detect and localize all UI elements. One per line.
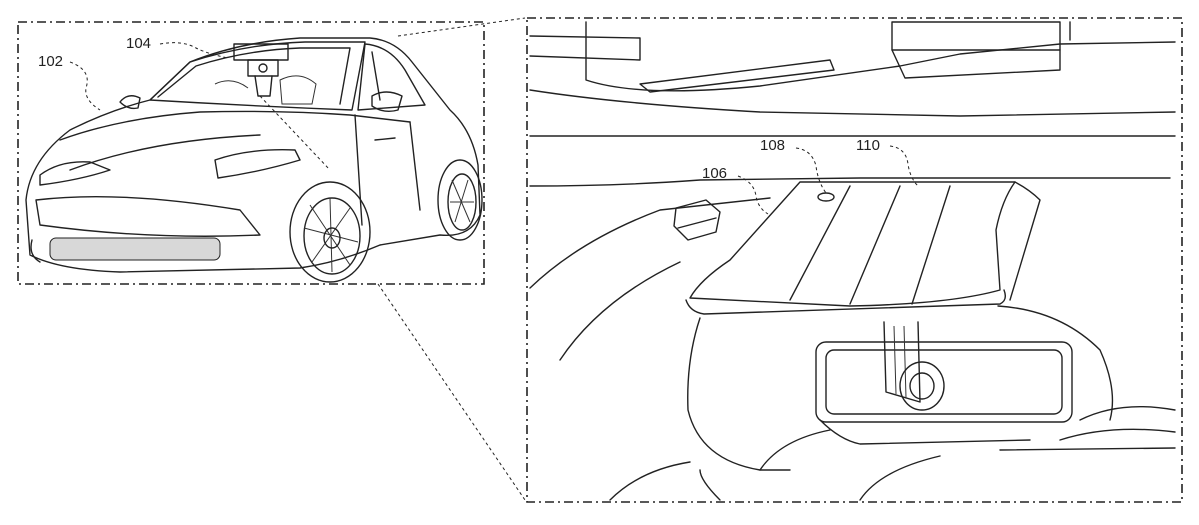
label-106: 106 bbox=[702, 165, 727, 182]
leader-102 bbox=[69, 61, 101, 111]
leader-108 bbox=[795, 147, 827, 194]
aperture-108 bbox=[817, 192, 835, 202]
overhead-console bbox=[891, 21, 1061, 51]
grille-hatch bbox=[49, 237, 221, 261]
label-102: 102 bbox=[38, 53, 63, 70]
leader-110 bbox=[889, 145, 919, 187]
label-104: 104 bbox=[126, 35, 151, 52]
camera-module-small bbox=[233, 43, 289, 97]
detail-frame bbox=[526, 17, 1183, 503]
vehicle-overview-panel: 102 104 bbox=[17, 21, 485, 285]
detail-illustration bbox=[529, 21, 1176, 501]
zoom-connectors bbox=[259, 17, 526, 501]
rearview-mirror bbox=[687, 305, 1114, 501]
detail-panel: 106 108 110 bbox=[526, 17, 1183, 503]
rear-wheel bbox=[437, 159, 483, 241]
vehicle-illustration bbox=[25, 37, 483, 283]
housing-110 bbox=[685, 181, 1041, 315]
label-108: 108 bbox=[760, 137, 785, 154]
sensor-block bbox=[673, 199, 721, 241]
front-wheel bbox=[289, 181, 371, 283]
leader-104 bbox=[159, 42, 229, 59]
label-110: 110 bbox=[856, 137, 880, 154]
overview-frame bbox=[17, 21, 485, 285]
leader-106 bbox=[737, 175, 769, 215]
